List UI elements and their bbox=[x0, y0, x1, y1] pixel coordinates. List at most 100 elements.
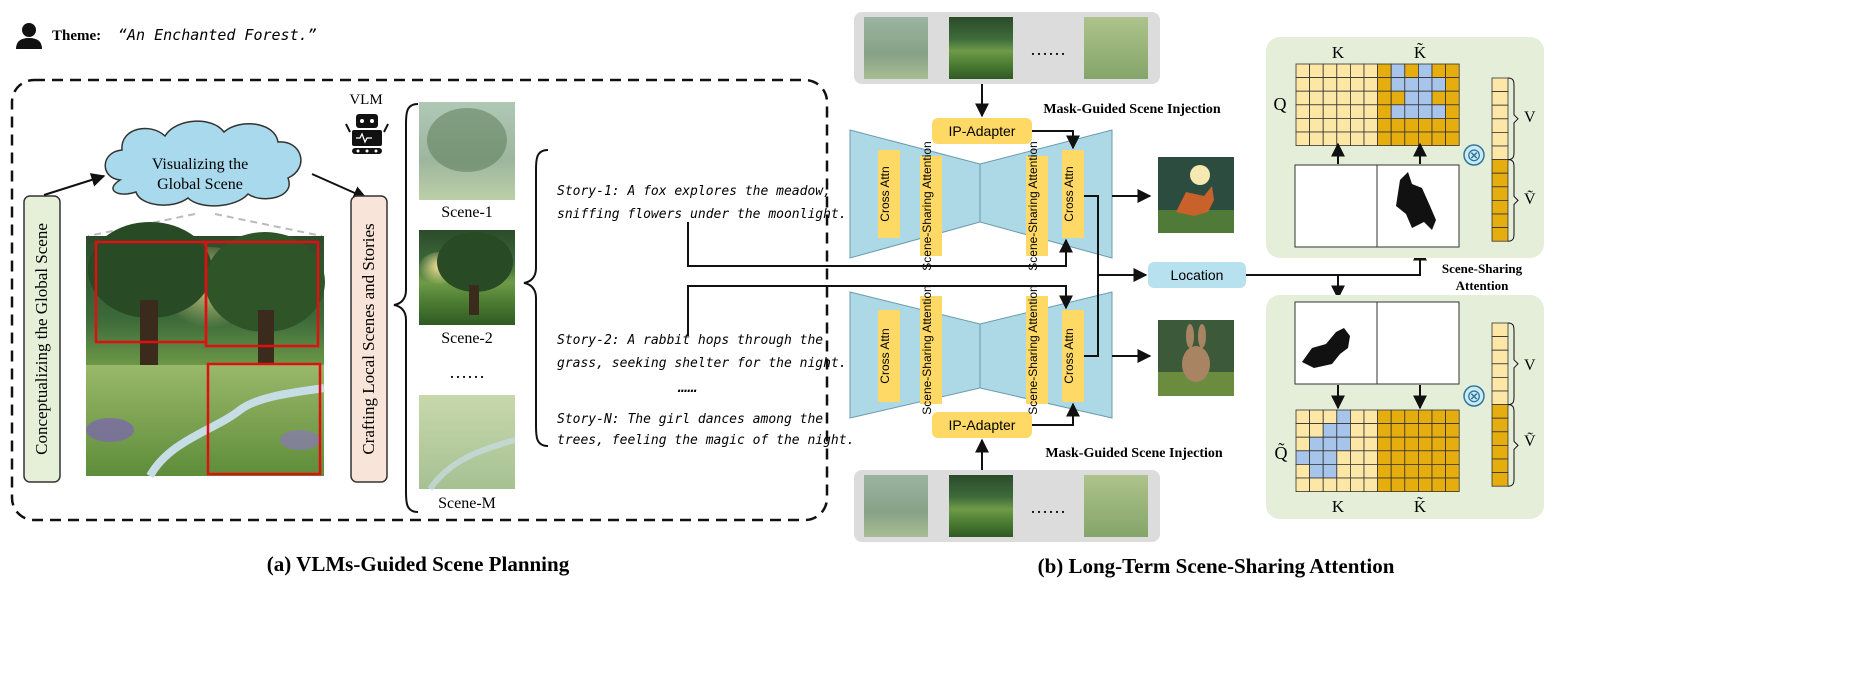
attention-cell bbox=[1390, 63, 1406, 79]
attention-cell bbox=[1377, 409, 1392, 425]
attention-cell bbox=[1295, 409, 1311, 425]
bottom-k-label: K bbox=[1332, 497, 1345, 516]
attention-cell bbox=[1309, 477, 1324, 493]
attention-cell bbox=[1309, 63, 1324, 79]
attention-cell bbox=[1336, 104, 1351, 119]
scene-sharing-bottom-left bbox=[920, 296, 942, 404]
attention-cell bbox=[1295, 423, 1311, 438]
attention-cell bbox=[1363, 90, 1379, 106]
attention-cell bbox=[1295, 436, 1311, 452]
attention-cell bbox=[1322, 90, 1338, 106]
attention-cell bbox=[1377, 477, 1392, 493]
attention-cell bbox=[1377, 77, 1392, 92]
attention-cell bbox=[1363, 477, 1379, 493]
attention-cell bbox=[1322, 409, 1338, 425]
attention-cell bbox=[1322, 77, 1338, 92]
otimes-bottom bbox=[1463, 385, 1485, 407]
attention-cell bbox=[1418, 104, 1433, 119]
scene-sharing-top-right-label: Scene-Sharing Attention bbox=[1026, 141, 1040, 270]
attention-cell bbox=[1418, 423, 1433, 438]
attention-cell bbox=[1309, 423, 1324, 438]
attention-cell bbox=[1377, 450, 1392, 465]
location-box bbox=[1148, 262, 1246, 288]
attention-cell bbox=[1404, 63, 1419, 79]
arrow-step1-to-cloud bbox=[43, 173, 106, 196]
attention-cell bbox=[1431, 450, 1447, 465]
attention-cell bbox=[1295, 450, 1311, 465]
attention-cell bbox=[1390, 118, 1406, 133]
attention-cell bbox=[1390, 477, 1406, 493]
story-2-line-1: Story-2: A rabbit hops through the bbox=[557, 333, 823, 348]
attention-cell bbox=[1445, 90, 1460, 106]
attention-cell bbox=[1363, 131, 1379, 147]
attention-cell bbox=[1404, 104, 1419, 119]
cross-attn-top-right bbox=[1062, 150, 1084, 238]
attention-cell bbox=[1404, 131, 1419, 147]
top-v-tilde-label: Ṽ bbox=[1524, 189, 1536, 208]
cross-attn-bottom-right-label: Cross Attn bbox=[1062, 328, 1076, 383]
value-cell bbox=[1491, 172, 1509, 188]
attention-cell bbox=[1377, 131, 1392, 147]
attention-cell bbox=[1377, 118, 1392, 133]
attention-cell bbox=[1309, 90, 1324, 106]
user-icon bbox=[16, 23, 42, 49]
attention-cell bbox=[1445, 104, 1460, 119]
attention-cell bbox=[1363, 77, 1379, 92]
top-v-label: V bbox=[1524, 109, 1536, 126]
scene-thumb-1 bbox=[419, 102, 515, 200]
attention-cell bbox=[1322, 463, 1338, 479]
theme-header: Theme: “An Enchanted Forest.” bbox=[16, 23, 317, 49]
attention-cell bbox=[1363, 436, 1379, 452]
attention-cell bbox=[1445, 463, 1460, 479]
attention-cell bbox=[1431, 477, 1447, 493]
attention-cell bbox=[1445, 409, 1460, 425]
attention-cell bbox=[1390, 131, 1406, 147]
attention-title-line-2: Attention bbox=[1456, 278, 1509, 293]
otimes-top-symbol: ⊗ bbox=[1466, 145, 1481, 165]
attention-panel-top: K K̃ Q V Ṽ ⊗ bbox=[1266, 37, 1544, 258]
attention-cell bbox=[1390, 77, 1406, 92]
panel-a-border bbox=[10, 78, 829, 522]
attention-cell bbox=[1336, 463, 1351, 479]
scene-thumb-m bbox=[419, 395, 516, 491]
robot-icon bbox=[345, 114, 389, 154]
attention-cell bbox=[1445, 118, 1460, 133]
strip-top-dots: …… bbox=[1030, 39, 1066, 59]
attention-cell bbox=[1418, 436, 1433, 452]
attention-cell bbox=[1404, 436, 1419, 452]
mask-injection-bottom-label: Mask-Guided Scene Injection bbox=[1045, 446, 1223, 461]
attention-cell bbox=[1363, 118, 1379, 133]
scene-sharing-top-left bbox=[920, 156, 942, 256]
attention-cell bbox=[1336, 409, 1351, 425]
story-dots: …… bbox=[677, 377, 697, 396]
attention-cell bbox=[1404, 77, 1419, 92]
attention-cell bbox=[1336, 436, 1351, 452]
attention-cell bbox=[1350, 63, 1365, 79]
step1-box bbox=[23, 195, 61, 483]
attention-cell bbox=[1390, 436, 1406, 452]
attention-cell bbox=[1350, 90, 1365, 106]
value-cell bbox=[1491, 431, 1509, 446]
attention-cell bbox=[1418, 131, 1433, 147]
value-cell bbox=[1491, 458, 1509, 474]
mask-box-3 bbox=[206, 362, 322, 476]
story-1-line-1: Story-1: A fox explores the meadow, bbox=[557, 184, 831, 199]
attention-cell bbox=[1322, 450, 1338, 465]
attention-cell bbox=[1336, 77, 1351, 92]
attention-cell bbox=[1350, 104, 1365, 119]
attention-cell bbox=[1418, 77, 1433, 92]
bottom-k-tilde-label: K̃ bbox=[1414, 497, 1427, 516]
attention-cell bbox=[1418, 477, 1433, 493]
attention-cell bbox=[1445, 131, 1460, 147]
value-cell bbox=[1491, 444, 1509, 460]
value-cell bbox=[1491, 186, 1509, 201]
theme-label: Theme: bbox=[52, 28, 101, 44]
value-cell bbox=[1491, 227, 1509, 242]
scene-2-label: Scene-2 bbox=[441, 330, 493, 347]
attention-cell bbox=[1390, 450, 1406, 465]
scene-1-label: Scene-1 bbox=[441, 204, 493, 221]
attention-cell bbox=[1377, 104, 1392, 119]
attention-cell bbox=[1322, 63, 1338, 79]
ip-adapter-top bbox=[932, 118, 1032, 144]
attention-cell bbox=[1309, 131, 1324, 147]
